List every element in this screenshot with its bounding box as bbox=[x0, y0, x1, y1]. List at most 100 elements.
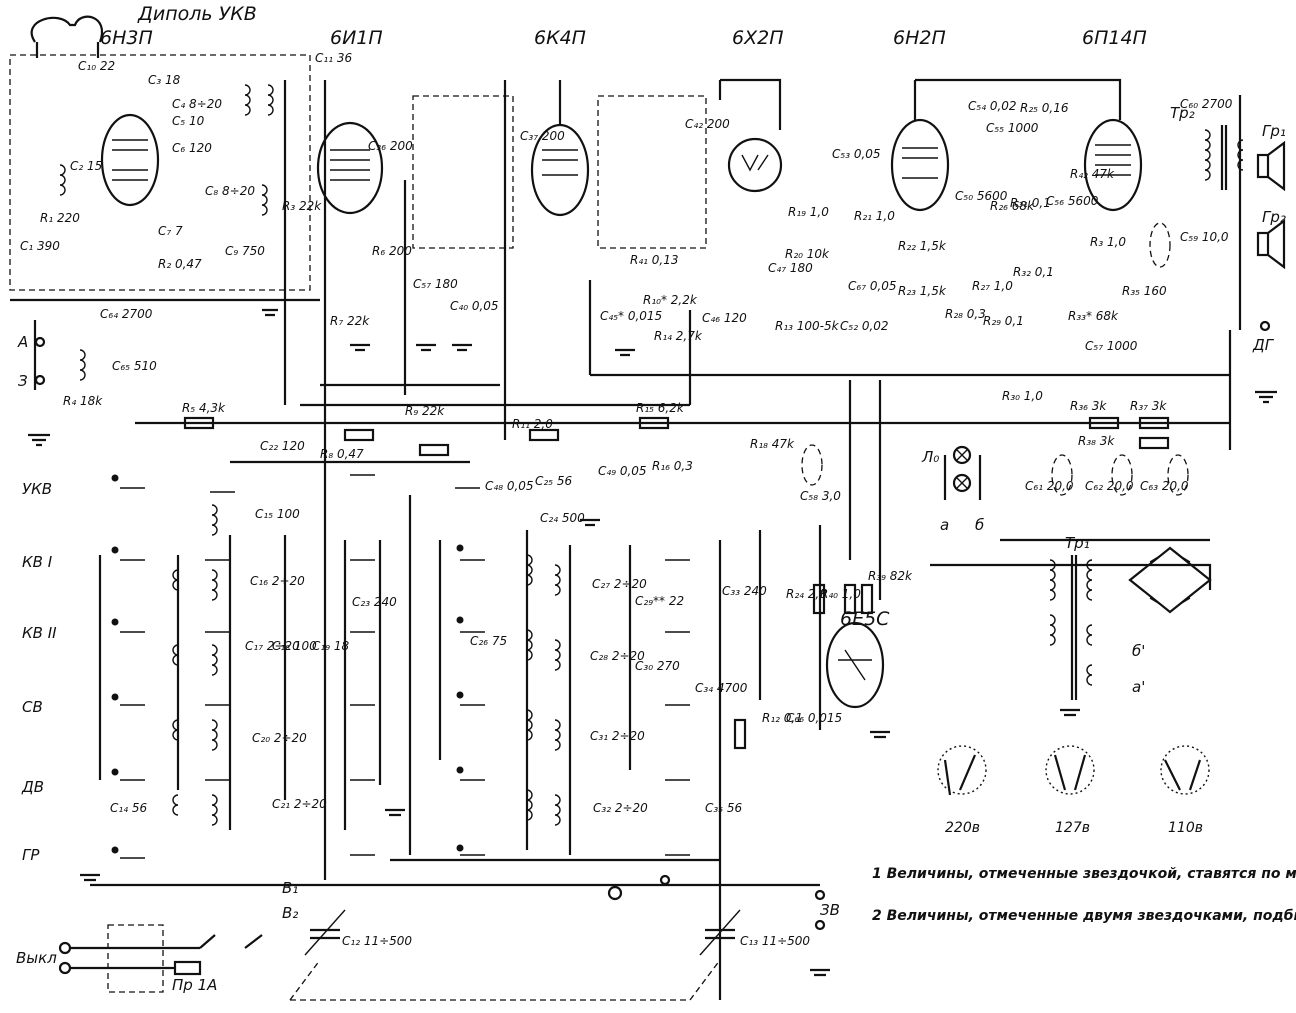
terminal-label-z: З bbox=[18, 372, 28, 390]
component-label: R₁₂ 0,1 bbox=[762, 711, 803, 725]
component-label: C₉ 750 bbox=[225, 244, 265, 258]
component-label: R₃₇ 3k bbox=[1130, 399, 1167, 413]
tube-6i1p bbox=[316, 121, 384, 215]
component-label: R₂₀ 10k bbox=[785, 247, 830, 261]
component-label: C₅₃ 0,05 bbox=[832, 147, 881, 161]
component-label: C₂₄ 500 bbox=[540, 511, 585, 525]
component-label: R₄₁ 0,13 bbox=[630, 253, 679, 267]
band-label-off: Выкл bbox=[16, 949, 57, 967]
component-label: R₁₃ 100-5k bbox=[775, 319, 840, 333]
component-label: C₃₂ 2÷20 bbox=[593, 801, 648, 815]
tube-label-6k4p: 6К4П bbox=[534, 27, 586, 49]
tube-6n3p bbox=[100, 113, 160, 207]
component-label: R₂₇ 1,0 bbox=[972, 279, 1013, 293]
component-label: C₁₉ 18 bbox=[312, 639, 349, 653]
component-label: C₅₇ 180 bbox=[413, 277, 458, 291]
tube-6e5s bbox=[825, 621, 885, 709]
component-label: R₂₄ 2,0 bbox=[786, 587, 827, 601]
label-lamp: Л₀ bbox=[921, 448, 939, 466]
component-label: R₃₈ 3k bbox=[1078, 434, 1115, 448]
component-label: R₁₀* 2,2k bbox=[643, 293, 698, 307]
component-label: C₁₀ 22 bbox=[78, 59, 115, 73]
label-a: a bbox=[940, 516, 949, 534]
tube-label-6n3p: 6Н3П bbox=[100, 27, 153, 49]
component-label: C₅₆ 5600 bbox=[1046, 194, 1099, 208]
component-label: R₂₂ 1,5k bbox=[898, 239, 947, 253]
band-label-gr: ГР bbox=[22, 846, 40, 864]
component-label: C₅₀ 5600 bbox=[955, 189, 1008, 203]
component-label: C₄₉ 0,05 bbox=[598, 464, 647, 478]
component-label: R₂₈ 0,3 bbox=[945, 307, 986, 321]
terminal-label-a: А bbox=[17, 333, 28, 351]
terminal-circles bbox=[34, 320, 1271, 931]
component-label: C₃₆ 200 bbox=[368, 139, 413, 153]
if-block-shield-2 bbox=[597, 95, 707, 249]
tube-label-6n2p: 6Н2П bbox=[893, 27, 946, 49]
component-label: C₁₁ 36 bbox=[315, 51, 352, 65]
component-label: R₉ 22k bbox=[405, 404, 445, 418]
tube-6p14p bbox=[1083, 118, 1143, 212]
speaker-gr1 bbox=[1256, 140, 1286, 192]
component-label: C₂₇ 2÷20 bbox=[592, 577, 647, 591]
band-switch-contacts bbox=[111, 474, 690, 859]
component-label: C₅₈ 3,0 bbox=[800, 489, 841, 503]
component-label: C₁₄ 56 bbox=[110, 801, 147, 815]
component-label: C₂₈ 2÷20 bbox=[590, 649, 645, 663]
component-label: R₂₅ 0,16 bbox=[1020, 101, 1069, 115]
component-label: R₃₂ 0,1 bbox=[1013, 265, 1054, 279]
component-label: C₂₅ 56 bbox=[535, 474, 572, 488]
bridge-rectifier bbox=[1128, 546, 1212, 614]
coils bbox=[59, 84, 561, 826]
terminal-label-dg: ДГ bbox=[1252, 336, 1275, 354]
footnote-1: 1 Величины, отмеченные звездочкой, ставя… bbox=[872, 866, 1296, 882]
component-label: C₄ 8÷20 bbox=[172, 97, 222, 111]
component-label: C₅₅ 1000 bbox=[986, 121, 1039, 135]
transformer-tr1 bbox=[1049, 555, 1093, 700]
pilot-lamps bbox=[943, 445, 982, 500]
component-label: R₃ 1,0 bbox=[1090, 235, 1126, 249]
component-label: R₂₉ 0,1 bbox=[983, 314, 1024, 328]
tube-6n2p bbox=[890, 118, 950, 212]
component-label: R₃₁ 0,1 bbox=[1010, 196, 1051, 210]
label-tr2: Тр₂ bbox=[1170, 104, 1195, 122]
component-label: C₆₁ 20,0 bbox=[1025, 479, 1074, 493]
component-label: R₁₆ 0,3 bbox=[652, 459, 693, 473]
label-b: б bbox=[975, 516, 984, 534]
band-label-kv1: КВ I bbox=[22, 553, 53, 571]
component-label: R₃₆ 3k bbox=[1070, 399, 1107, 413]
voltage-selector-127 bbox=[1045, 745, 1095, 795]
component-label: R₆ 200 bbox=[372, 244, 412, 258]
component-label: R₄₂ 47k bbox=[1070, 167, 1115, 181]
ukv-block-shield bbox=[9, 54, 311, 291]
component-label: R₁₁ 2,0 bbox=[512, 417, 553, 431]
component-label: C₁₅ 100 bbox=[255, 507, 300, 521]
component-label: C₆₂ 20,0 bbox=[1085, 479, 1134, 493]
component-label: R₅ 4,3k bbox=[182, 401, 226, 415]
component-label: C₆₃ 20,0 bbox=[1140, 479, 1189, 493]
component-label: R₂ 0,47 bbox=[158, 257, 202, 271]
ground-symbols bbox=[28, 308, 1277, 977]
component-label: C₆₀ 2700 bbox=[1180, 97, 1233, 111]
label-tr1: Тр₁ bbox=[1065, 534, 1090, 552]
footnote-2: 2 Величины, отмеченные двумя звездочками… bbox=[872, 908, 1296, 924]
component-label: R₂₆ 68k bbox=[990, 199, 1035, 213]
component-label: C₄₆ 120 bbox=[702, 311, 747, 325]
component-label: C₅₄ 0,02 bbox=[968, 99, 1017, 113]
tube-6x2p bbox=[727, 137, 783, 193]
component-label: R₃₅ 160 bbox=[1122, 284, 1167, 298]
label-fuse: Пр 1А bbox=[172, 976, 217, 994]
terminal-label-zv: ЗВ bbox=[820, 901, 840, 919]
label-b-prime: б' bbox=[1132, 642, 1145, 660]
component-label: C₂₆ 75 bbox=[470, 634, 507, 648]
speaker-gr2 bbox=[1256, 218, 1286, 270]
component-label: C₈ 8÷20 bbox=[205, 184, 255, 198]
component-label: C₃ 18 bbox=[148, 73, 181, 87]
component-label: R₇ 22k bbox=[330, 314, 370, 328]
if-block-shield-1 bbox=[412, 95, 514, 249]
filter-capacitors bbox=[801, 222, 1189, 496]
component-label: R₃₃* 68k bbox=[1068, 309, 1119, 323]
component-label: C₄₀ 0,05 bbox=[450, 299, 499, 313]
voltage-label-110: 110в bbox=[1168, 820, 1203, 836]
